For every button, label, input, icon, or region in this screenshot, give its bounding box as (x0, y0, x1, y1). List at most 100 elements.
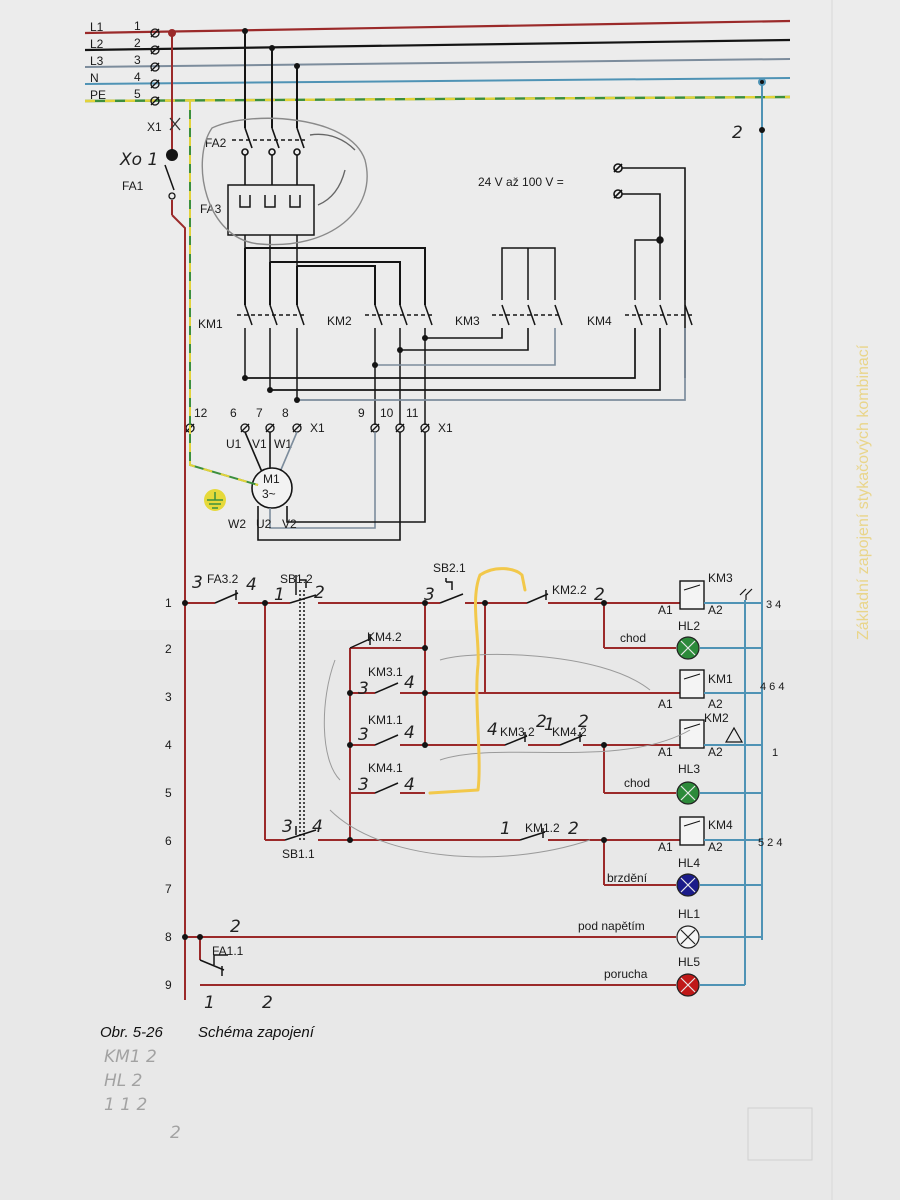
km3-output-wires (375, 328, 556, 366)
dc-supply-24-100v (613, 163, 686, 378)
coil-km4-label: KM4 (708, 818, 733, 832)
dc-supply-label: 24 V až 100 V = (478, 175, 564, 189)
row-number-9: 9 (165, 978, 172, 992)
terminal-8: 8 (282, 406, 289, 420)
coil-km1-a1: A1 (658, 697, 673, 711)
scribble-line-3: 1 1 2 (104, 1095, 147, 1115)
coil-km4-a2: A2 (708, 840, 723, 854)
contact-labels: FA3.2 SB1.2 SB2.1 KM2.2 KM4.2 KM3.1 KM1.… (207, 561, 587, 958)
terminal-7: 7 (256, 406, 263, 420)
contact-km2-2: KM2.2 (552, 583, 587, 597)
contact-km3-2: KM3.2 (500, 725, 535, 739)
terminal-strip-x1 (150, 28, 160, 106)
lamp-hl3-function: chod (624, 776, 650, 790)
row-number-4: 4 (165, 738, 172, 752)
contact-fa3-2: FA3.2 (207, 572, 239, 586)
coils (679, 580, 705, 846)
contact-km1-1: KM1.1 (368, 713, 403, 727)
terminal-strip-label: X1 (147, 120, 162, 134)
row-numbers: 1 2 3 4 5 6 7 8 9 (165, 596, 172, 992)
hand-2-e: 2 (536, 712, 547, 732)
lamp-hl3-label: HL3 (678, 762, 700, 776)
page-corner-box (747, 1107, 813, 1161)
winding-u2: U2 (256, 517, 272, 531)
winding-w2: W2 (228, 517, 246, 531)
paper-fold-shade (0, 630, 900, 1200)
hand-3-g: 3 (282, 817, 293, 837)
pencil-curves-control (323, 653, 691, 858)
hand-2-f: 2 (578, 712, 589, 732)
pencil-annotation-loop (201, 117, 368, 246)
breaker-fa2 (232, 127, 305, 185)
control-nodes (182, 600, 607, 940)
bus-label-l1: L1 (90, 20, 104, 34)
hand-3-b: 3 (424, 585, 435, 605)
lamp-hl1-label: HL1 (678, 907, 700, 921)
lamp-labels: HL2 chod HL3 chod HL4 brzdění HL1 pod na… (578, 619, 700, 981)
lamp-hl1-function: pod napětím (578, 919, 645, 933)
bus-terminal-4: 4 (134, 70, 141, 84)
bus-label-n: N (90, 71, 99, 85)
hand-3-f: 3 (358, 775, 369, 795)
row-number-3: 3 (165, 690, 172, 704)
terminal-x1-right: X1 (438, 421, 453, 435)
contactor-km3 (492, 247, 563, 326)
row-number-7: 7 (165, 882, 172, 896)
winding-v1: V1 (252, 437, 267, 451)
breaker-fa2-label: FA2 (205, 136, 227, 150)
hand-1-e: 1 (544, 715, 555, 735)
coil-km1 (679, 669, 705, 699)
bus-terminal-3: 3 (134, 53, 141, 67)
lamp-hl2-label: HL2 (678, 619, 700, 633)
coil-km2-label: KM2 (704, 711, 729, 725)
contact-km4-2: KM4.2 (367, 630, 402, 644)
power-distribution (244, 247, 426, 305)
coil-marks (683, 584, 753, 827)
coil-km1-label: KM1 (708, 672, 733, 686)
contact-symbols (199, 575, 583, 976)
coil-return-wires (700, 602, 762, 986)
bus-label-pe: PE (90, 88, 106, 102)
bus-label-l3: L3 (90, 54, 104, 68)
hand-2-g: 2 (568, 819, 579, 839)
contact-km4-1: KM4.1 (368, 761, 403, 775)
contactor-km4-label: KM4 (587, 314, 612, 328)
fuse-fa1-label: FA1 (122, 179, 144, 193)
pencil-arrow-top (309, 133, 356, 151)
ground-icon (204, 489, 226, 511)
scribble-line-4: 2 (170, 1123, 181, 1143)
scribble-line-2: HL 2 (104, 1071, 142, 1091)
handwritten-two-top: 2 (732, 123, 743, 143)
terminal-10: 10 (380, 406, 394, 420)
hand-4-e: 4 (487, 720, 498, 740)
terminal-9: 9 (358, 406, 365, 420)
coil-km1-a2: A2 (708, 697, 723, 711)
row-number-6: 6 (165, 834, 172, 848)
lamp-hl5-function: porucha (604, 967, 648, 981)
neutral-node (759, 127, 765, 133)
coil-labels: KM3 A1 A2 KM1 A1 A2 KM2 A1 A2 KM4 A1 A2 (658, 571, 733, 854)
ref-km1: 4 6 4 (760, 681, 784, 693)
ref-km4: 5 2 4 (758, 837, 782, 849)
power-feed-wires (242, 28, 300, 128)
hand-2-a: 2 (314, 583, 325, 603)
hand-4-g: 4 (312, 817, 323, 837)
handwritten-dot (166, 149, 178, 161)
supply-bus (84, 19, 791, 103)
bus-label-l2: L2 (90, 37, 104, 51)
terminal-x1-left: X1 (310, 421, 325, 435)
contactor-km1 (237, 304, 305, 400)
hand-4-a: 4 (246, 575, 257, 595)
lamp-hl5-label: HL5 (678, 955, 700, 969)
contactor-km2 (365, 304, 433, 425)
hand-3-a: 3 (192, 573, 203, 593)
hand-4-c: 4 (404, 673, 415, 693)
contact-km4-2-b: KM4.2 (552, 725, 587, 739)
contactor-km2-label: KM2 (327, 314, 352, 328)
coil-km2 (679, 719, 705, 749)
row-number-8: 8 (165, 930, 172, 944)
control-wiring (185, 602, 680, 986)
coil-km4 (679, 816, 705, 846)
hand-2-h: 2 (230, 917, 241, 937)
terminal-12: 12 (194, 406, 208, 420)
